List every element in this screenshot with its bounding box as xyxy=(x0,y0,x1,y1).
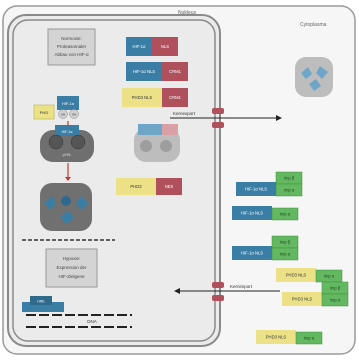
construct-left-label: HIF-1α NLS xyxy=(241,251,263,256)
oh-label-1: OH xyxy=(61,113,66,117)
hif-label-top: HIF-1α xyxy=(62,101,75,106)
hypoxia-note: Hypoxie: Expression der HIF-Zielgene xyxy=(45,248,98,288)
phd-hydroxylation: PHD HIF-1α OH OH xyxy=(33,96,79,120)
oh-label-2: OH xyxy=(72,113,77,117)
import-label: Kernimport xyxy=(230,284,253,289)
construct-right-block xyxy=(162,62,188,81)
nuclear-construct: PHD3 NES xyxy=(116,178,182,195)
construct-left-label: PHD3 xyxy=(130,184,142,189)
export-label: Kernexport xyxy=(173,111,196,116)
nuclear-pores xyxy=(212,108,224,301)
importin-block xyxy=(295,331,323,345)
construct-left-label: PHD3 NLS xyxy=(266,335,287,340)
normoxia-note-line-3: Abbau von HIF-α xyxy=(54,52,89,57)
dna-hre: HRE DNA xyxy=(22,296,132,328)
construct-left-label: HIF-1α xyxy=(133,44,146,49)
cytoplasm-construct: HIF-1α NLS Imp β Imp α xyxy=(232,235,299,261)
construct-left-block xyxy=(126,62,162,81)
construct-left-block xyxy=(256,330,296,344)
cytoplasm-complex xyxy=(295,57,333,97)
importin-block xyxy=(321,293,349,307)
construct-right-block xyxy=(156,178,182,195)
construct-left-label: HIF-1α NLS xyxy=(133,69,155,74)
hypoxia-note-line-2: Expression der xyxy=(56,265,87,270)
construct-left-block xyxy=(126,37,152,56)
import-arrow: Kernimport xyxy=(174,284,280,294)
construct-left-label: PHD3 NLS xyxy=(132,95,153,100)
pvhl-complex: HIF-1α pVHL xyxy=(40,125,94,162)
nucleus-label: Nukleus xyxy=(178,10,197,16)
importin-label: Imp α xyxy=(324,274,335,279)
construct-right-block xyxy=(152,37,178,56)
importin-block xyxy=(275,183,303,197)
export-arrow: Kernexport xyxy=(170,111,282,121)
hif-label-pvhl: HIF-1α xyxy=(62,130,73,134)
importin-label: Imp β xyxy=(330,286,341,291)
construct-left-label: HIF-1α NLS xyxy=(241,211,263,216)
importin-label: Imp α xyxy=(330,298,341,303)
importin-block xyxy=(271,247,299,261)
construct-left-label: HIF-1α NLS xyxy=(245,187,267,192)
hre-label: HRE xyxy=(37,300,45,304)
importin-label: Imp α xyxy=(280,212,291,217)
vhl-label: pVHL xyxy=(63,153,72,157)
construct-left-block xyxy=(122,88,162,107)
construct-right-label: NES xyxy=(165,184,174,189)
nuclear-complex xyxy=(134,124,180,162)
importin-label: Imp β xyxy=(284,176,295,181)
construct-right-label: NLS xyxy=(161,44,169,49)
construct-left-block xyxy=(236,182,276,196)
construct-left-label: PHD3 NLS xyxy=(286,273,307,278)
construct-right-label: CRM1 xyxy=(169,69,182,74)
importin-label: Imp α xyxy=(304,336,315,341)
construct-right-block xyxy=(162,88,188,107)
construct-right-label: CRM1 xyxy=(169,95,182,100)
cytoplasm-construct: PHD3 NLS Imp α xyxy=(256,330,323,345)
cytoplasm-construct: PHD3 NLS Imp β Imp α xyxy=(282,281,349,307)
normoxia-note-line-1: Normoxie: xyxy=(61,36,82,41)
construct-left-block xyxy=(116,178,156,195)
hypoxia-note-line-1: Hypoxie: xyxy=(63,256,81,261)
cytoplasm-construct: PHD3 NLS Imp α xyxy=(276,268,343,283)
construct-left-label: PHD3 NLS xyxy=(292,297,313,302)
construct-left-block xyxy=(276,268,316,282)
construct-left-block xyxy=(232,206,272,220)
phd-label: PHD xyxy=(40,110,49,115)
importin-label: Imp β xyxy=(280,240,291,245)
construct-left-block xyxy=(232,246,272,260)
importin-block xyxy=(271,207,299,221)
cytoplasm-construct: HIF-1α NLS Imp α xyxy=(232,206,299,221)
cytoplasm-construct: HIF-1α NLS Imp β Imp α xyxy=(236,171,303,197)
nuclear-construct: PHD3 NLS CRM1 xyxy=(122,88,188,107)
normoxia-note-line-2: Proteasomaler xyxy=(57,44,87,49)
normoxia-note: Normoxie: Proteasomaler Abbau von HIF-α xyxy=(47,28,96,66)
dna-label: DNA xyxy=(87,319,97,324)
importin-label: Imp α xyxy=(284,188,295,193)
nuclear-construct: HIF-1α NLS CRM1 xyxy=(126,62,188,81)
nuclear-envelope-inner xyxy=(12,19,216,342)
cytoplasm-label: Cytoplasma xyxy=(300,22,327,28)
nuclear-construct: HIF-1α NLS xyxy=(126,37,178,56)
construct-left-block xyxy=(282,292,322,306)
hypoxia-note-line-3: HIF-Zielgene xyxy=(58,274,85,279)
importin-label: Imp α xyxy=(280,252,291,257)
proteasome xyxy=(40,183,92,231)
